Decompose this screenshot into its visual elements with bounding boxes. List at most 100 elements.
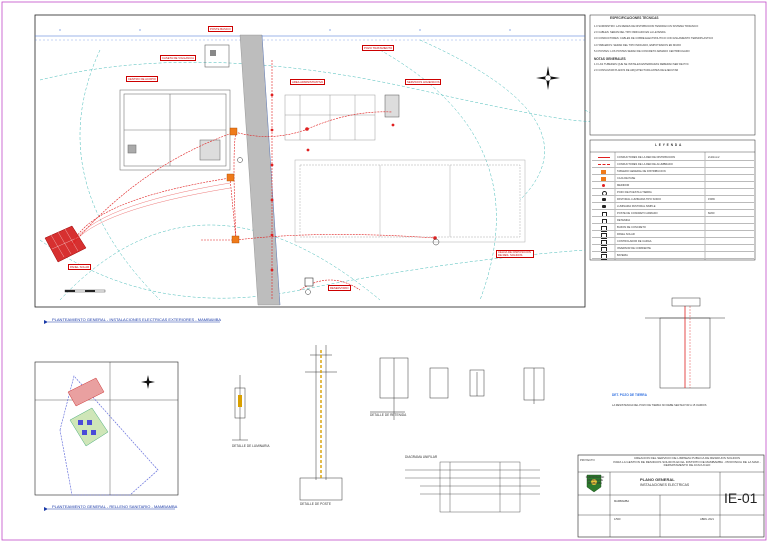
legend-row: TABLERO GENERAL DE DISTRIBUCION	[592, 168, 754, 175]
title-plan-sub: INSTALACIONES ELECTRICAS	[640, 483, 690, 487]
legend-row: CONTROLADOR DE CARGA	[592, 238, 754, 246]
legend-row: RETENIDA	[592, 217, 754, 224]
notes-title: NOTAS GENERALES	[594, 57, 626, 62]
specs-list: 1.0 SUMINISTRO: LAS REDES DE DISTRIBUCIO…	[594, 25, 752, 73]
legend-desc: CAJA DE PASE	[617, 177, 636, 180]
tierra-details	[379, 357, 545, 420]
spec-item: 3.0 CONDUCTORES: CABLES DE COBRE ELECTRO…	[594, 37, 714, 41]
legend-symbol-lamp-icon	[602, 198, 606, 201]
legend-title: L E Y E N D A	[655, 143, 682, 147]
tag-area-adm: AREA ADMINISTRATIVA	[290, 79, 326, 85]
legend-desc: PASTORAL LUMINARIA TIPO SODIO	[617, 198, 662, 201]
legend-symbol-lamp-icon	[602, 205, 606, 208]
legend-desc: PANEL SOLAR	[617, 233, 635, 236]
wiring-lines	[71, 60, 436, 300]
title-code: IE-01	[724, 490, 758, 506]
building-sshh	[384, 94, 400, 118]
legend-row: INVERSOR DE CORRIENTE	[592, 245, 754, 253]
title-plan-name: PLANO GENERAL	[640, 477, 675, 482]
single-line-diagram	[405, 461, 540, 513]
title-header-1: CREACION DEL SERVICIO DE LIMPIEZA PUBLIC…	[633, 456, 741, 460]
distribution-boards	[226, 127, 240, 244]
title-distrito: MAMBAMBA	[614, 500, 630, 503]
legend-row: POZO DE PUESTA A TIERRA	[592, 189, 754, 196]
legend-desc: CONDUCTORES DE LA RED DE DISTRIBUCION	[617, 156, 676, 159]
tag-sshh: SERVICIOS HIGIENICOS	[405, 79, 442, 85]
spec-item: 2.0 CABLES: SERAN DEL TIPO INDICADO EN L…	[594, 31, 666, 35]
main-plan-frame	[34, 14, 586, 308]
legend-symbol-line-red-icon	[598, 157, 610, 158]
tag-caseta: CASETA DE VIGILANCIA	[160, 55, 196, 61]
building-admin	[284, 94, 376, 141]
legend-row: CONDUCTORES DE LA RED DE DISTRIBUCION 2x1…	[592, 154, 754, 161]
legend-symbol-dot-icon	[602, 184, 605, 187]
legend-row: POSTE DE CONCRETO ARMADO 8/200	[592, 210, 754, 217]
detail-luminaria: DETALLE DE LUMINARIA	[232, 444, 270, 448]
detail-tierra: DET. POZO DE TIERRA	[612, 393, 647, 397]
legend-row: LUMINARIA PASTORAL SIMPLE	[592, 203, 754, 210]
north-arrow-icon	[536, 66, 560, 90]
scale-bar	[64, 289, 106, 293]
legend-row: CONDUCTORES DE LA RED DE ALUMBRADO	[592, 161, 754, 168]
spec-item: 4.0 TABLEROS: SERAN DEL TIPO INDICADO, E…	[594, 43, 681, 47]
legend-value: 8/200	[708, 212, 715, 215]
inset-north-icon	[141, 375, 155, 389]
spec-item: 5.0 POSTES: LOS POSTES SERAN DE CONCRETO…	[594, 49, 690, 53]
detail-tierra-note: LA RESISTENCIA DEL POZO DE TIERRA NO DEB…	[612, 404, 707, 407]
detail-retenida: DETALLE DE RETENIDA	[370, 413, 407, 417]
legend-desc: RETENIDA	[617, 219, 631, 222]
spec-item: 1.0 SUMINISTRO: LAS REDES DE DISTRIBUCIO…	[594, 25, 699, 28]
legend-desc: TABLERO GENERAL DE DISTRIBUCION	[617, 170, 666, 173]
legend-desc: MEDIDOR	[617, 184, 630, 187]
specs-title: ESPECIFICACIONES TECNICAS	[610, 16, 659, 20]
legend-desc: CONTROLADOR DE CARGA	[617, 240, 652, 243]
legend-desc: POSTE DE CONCRETO ARMADO	[617, 212, 658, 215]
legend-row: BATERIA	[592, 252, 754, 260]
legend-desc: INVERSOR DE CORRIENTE	[617, 247, 651, 250]
legend-row: CAJA DE PASE	[592, 175, 754, 182]
legend-desc: BATERIA	[617, 254, 628, 257]
title-fecha: ABRIL 2021	[700, 518, 714, 521]
note-item: 1.0 LAS TUBERIAS QUE SE INSTALEN ENTERRA…	[594, 63, 689, 67]
legend-symbol-box-orange-icon	[601, 176, 606, 181]
tag-centro: CENTRO DE ACOPIO	[126, 76, 158, 82]
solar-panel-array	[44, 225, 87, 263]
building-caseta	[204, 44, 230, 68]
reservorio-box	[304, 277, 314, 287]
legend-desc: POZO DE PUESTA A TIERRA	[617, 191, 652, 194]
note-item: 2.0 CONSULTAR PLANOS DE ARQUITECTURA ANT…	[594, 69, 679, 73]
building-celda	[294, 159, 526, 243]
legend-symbol-line-dash-icon	[598, 164, 610, 165]
municipality-logo-icon	[586, 474, 602, 493]
pole-points	[270, 93, 437, 272]
detail-diagram: DIAGRAMA UNIFILAR	[405, 455, 438, 459]
luminaria-detail	[232, 375, 248, 441]
title-proyecto: PROYECTO:	[580, 459, 596, 462]
legend-symbol-sq-icon	[601, 246, 607, 253]
legend-value: 2x10mm2	[708, 156, 720, 159]
legend-symbol-sq-icon	[601, 232, 607, 239]
inset-map-frame	[34, 361, 179, 496]
inset-title: PLANTEAMIENTO GENERAL - RELLENO SANITARI…	[52, 504, 178, 509]
tag-reservorio: RESERVORIO	[328, 285, 351, 291]
legend-symbol-sq-icon	[601, 225, 607, 232]
inset-boundary	[59, 375, 159, 496]
legend-desc: BUZON DE CONCRETO	[617, 226, 646, 229]
tag-panel: PANEL SOLAR	[68, 264, 92, 270]
title-block-frame	[577, 454, 765, 538]
building-acopio	[119, 89, 231, 171]
legend-symbol-box-orange-icon	[601, 169, 606, 174]
legend-desc: LUMINARIA PASTORAL SIMPLE	[617, 205, 656, 208]
legend-desc: CONDUCTORES DE LA RED DE ALUMBRADO	[617, 163, 673, 166]
tag-pozo: POZO TRATAMIENTO	[362, 45, 395, 51]
legend-symbol-sq-icon	[601, 239, 607, 246]
tag-poste: POSTE BASICO	[208, 26, 233, 32]
tag-celda: CELDA DE DISPOSICION DE RES. SOLIDOS	[496, 250, 534, 259]
legend-row: MEDIDOR	[592, 182, 754, 189]
legend-list: CONDUCTORES DE LA RED DE DISTRIBUCION 2x1…	[592, 154, 754, 260]
legend-row: BUZON DE CONCRETO	[592, 224, 754, 232]
legend-row: PANEL SOLAR	[592, 231, 754, 239]
plan-title: PLANTEAMIENTO GENERAL - INSTALACIONES EL…	[52, 317, 222, 322]
